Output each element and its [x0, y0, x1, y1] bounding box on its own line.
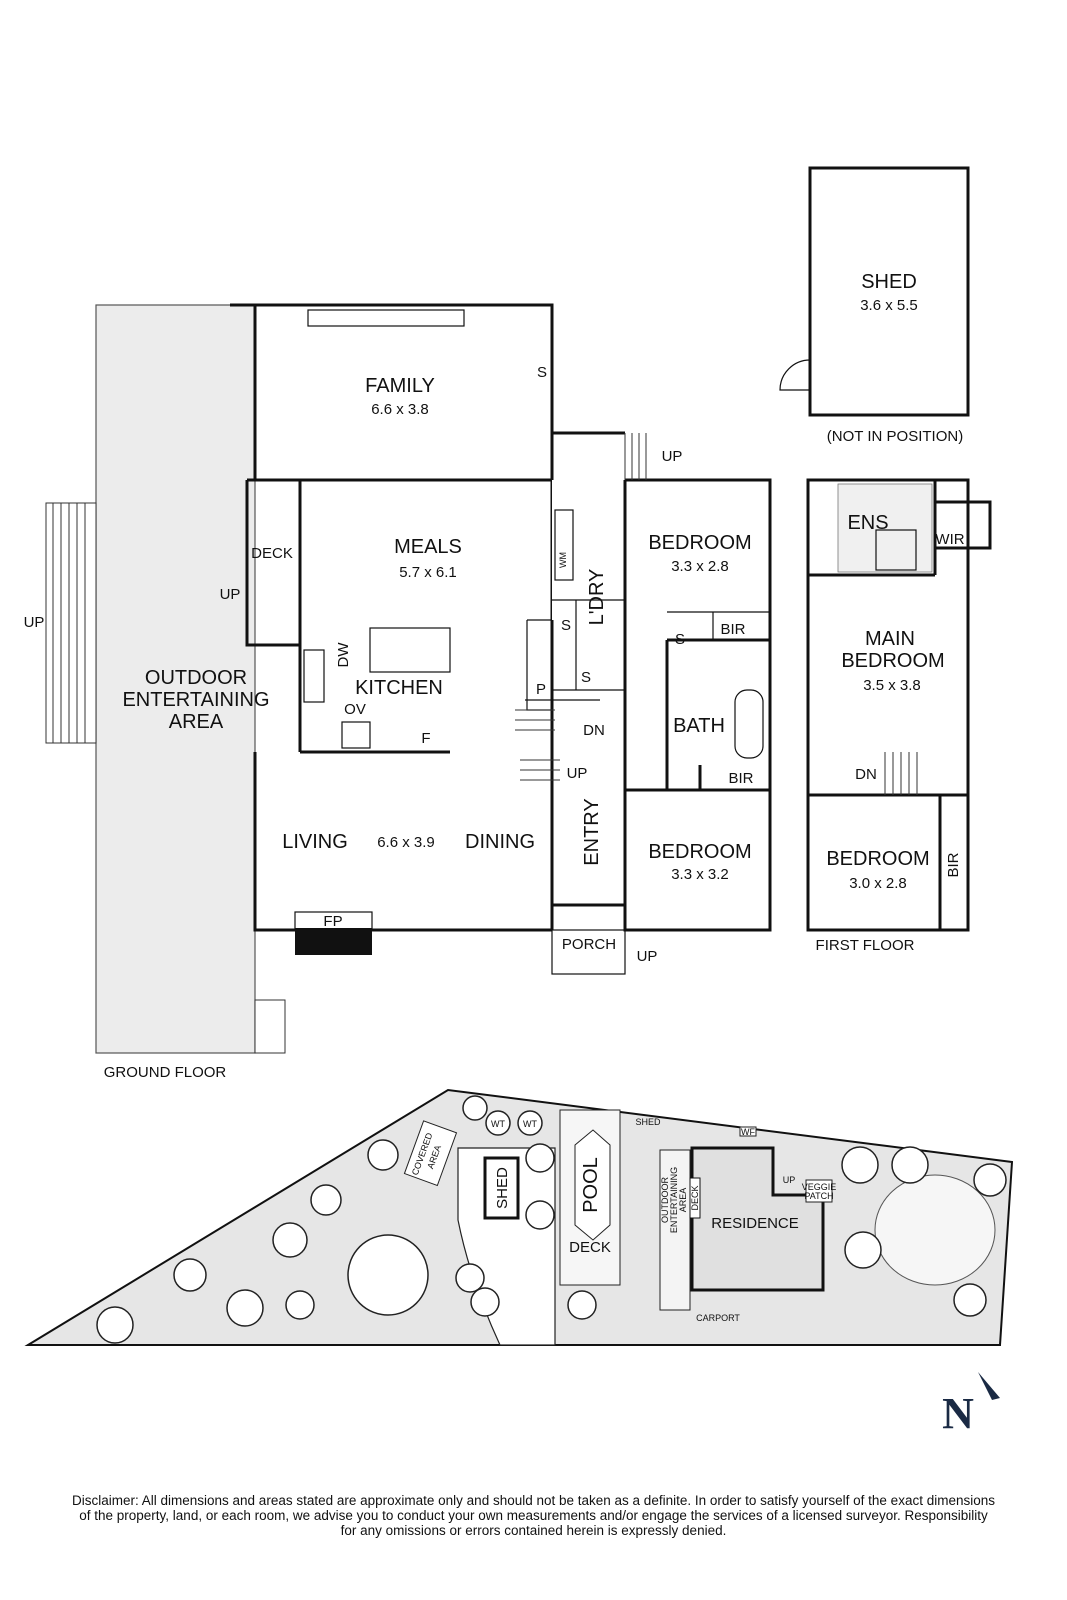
kitchen-island	[369, 627, 451, 673]
ground-floor-title: GROUND FLOOR	[104, 1064, 227, 1081]
deck-label: DECK	[251, 545, 293, 562]
site-plan: SHED COVERED AREA WT WT POOL DECK SHED O…	[24, 1088, 1014, 1346]
down-label: DN	[855, 766, 877, 783]
residence-deck-label: DECK	[690, 1185, 700, 1210]
first-floor-title: FIRST FLOOR	[816, 937, 915, 954]
storage-label: S	[581, 669, 591, 686]
built-in-robe-label: BIR	[728, 770, 753, 787]
oven-label: OV	[344, 701, 366, 718]
main-bedroom-dimensions: 3.5 x 3.8	[863, 677, 921, 694]
outdoor-label-1: OUTDOOR	[145, 667, 247, 689]
site-outdoor-label-1: OUTDOOR	[660, 1177, 670, 1223]
site-up-label: UP	[783, 1175, 796, 1185]
outdoor-label-2: ENTERTAINING	[122, 689, 269, 711]
built-in-robe-label: BIR	[720, 621, 745, 638]
north-compass: N	[942, 1372, 1000, 1438]
dining-label: DINING	[465, 831, 535, 853]
up-label: UP	[637, 948, 658, 965]
shed-note: (NOT IN POSITION)	[827, 428, 963, 445]
veggie-patch-label-2: PATCH	[804, 1191, 833, 1201]
family-dimensions: 6.6 x 3.8	[371, 401, 429, 418]
washing-machine-label: WM	[558, 552, 568, 568]
compass-north-label: N	[942, 1389, 974, 1438]
shed-label: SHED	[861, 271, 917, 293]
meals-label: MEALS	[394, 536, 462, 558]
entry-label: ENTRY	[581, 798, 603, 865]
site-shed-label: SHED	[494, 1167, 511, 1209]
first-floor-plan: ENS WIR MAIN BEDROOM 3.5 x 3.8 DN BEDROO…	[806, 478, 992, 954]
storage-label: S	[561, 617, 571, 634]
bedroom-label: BEDROOM	[826, 848, 929, 870]
pantry-label: P	[536, 681, 546, 698]
site-outdoor-label-2: ENTERTAINING	[669, 1167, 679, 1233]
outdoor-entertaining-area	[95, 304, 256, 1054]
walk-in-robe-label: WIR	[935, 531, 964, 548]
fireplace	[295, 928, 372, 955]
main-bedroom-label-1: MAIN	[865, 628, 915, 650]
water-tank-label: WT	[491, 1119, 505, 1129]
bathtub	[734, 689, 764, 759]
water-tank-label: WT	[523, 1119, 537, 1129]
fridge-label: F	[421, 730, 430, 747]
shed-dimensions: 3.6 x 5.5	[860, 297, 918, 314]
bedroom-label: BEDROOM	[648, 532, 751, 554]
laundry-label: L'DRY	[586, 569, 608, 626]
up-label: UP	[662, 448, 683, 465]
carport-label: CARPORT	[696, 1313, 740, 1323]
storage-label: S	[537, 364, 547, 381]
stairs	[515, 709, 560, 781]
disclaimer-line: of the property, land, or each room, we …	[79, 1508, 988, 1523]
ground-floor-plan: UP OUTDOOR ENTERTAINING AREA FP FAMILY 6…	[24, 168, 808, 1081]
disclaimer-line: for any omissions or errors contained he…	[340, 1523, 727, 1538]
up-label: UP	[567, 765, 588, 782]
meals-dimensions: 5.7 x 6.1	[399, 564, 457, 581]
disclaimer: Disclaimer: All dimensions and areas sta…	[0, 1493, 1067, 1538]
bedroom-dimensions: 3.0 x 2.8	[849, 875, 907, 892]
fireplace-label: FP	[323, 913, 342, 930]
sink	[303, 649, 325, 703]
bedroom-dimensions: 3.3 x 2.8	[671, 558, 729, 575]
cooktop	[341, 721, 371, 749]
bedroom-dimensions: 3.3 x 3.2	[671, 866, 729, 883]
up-label: UP	[24, 614, 45, 631]
trees	[96, 1095, 1007, 1344]
dishwasher-label: DW	[335, 642, 352, 668]
main-bedroom-label-2: BEDROOM	[841, 650, 944, 672]
down-label: DN	[583, 722, 605, 739]
wood-fire-label: WF	[741, 1127, 755, 1137]
outdoor-stairs	[45, 502, 97, 744]
small-shed-label: SHED	[635, 1117, 661, 1127]
residence-label: RESIDENCE	[711, 1215, 799, 1232]
up-label: UP	[220, 586, 241, 603]
pool-deck-label: DECK	[569, 1239, 611, 1256]
site-outdoor-label-3: AREA	[678, 1188, 688, 1213]
living-label: LIVING	[282, 831, 348, 853]
outdoor-label-3: AREA	[169, 711, 224, 733]
shed-plan: SHED 3.6 x 5.5 (NOT IN POSITION)	[779, 166, 970, 445]
built-in-robe-label: BIR	[945, 852, 962, 877]
ensuite-label: ENS	[847, 512, 888, 534]
bedroom-label: BEDROOM	[648, 841, 751, 863]
veggie-patch-label: VEGGIE	[802, 1182, 837, 1192]
porch-label: PORCH	[562, 936, 616, 953]
bath-label: BATH	[673, 715, 725, 737]
family-label: FAMILY	[365, 375, 435, 397]
living-dimensions: 6.6 x 3.9	[377, 834, 435, 851]
kitchen-label: KITCHEN	[355, 677, 443, 699]
pool-label: POOL	[580, 1157, 602, 1213]
disclaimer-line: Disclaimer: All dimensions and areas sta…	[71, 1493, 995, 1508]
storage-label: S	[675, 631, 685, 648]
